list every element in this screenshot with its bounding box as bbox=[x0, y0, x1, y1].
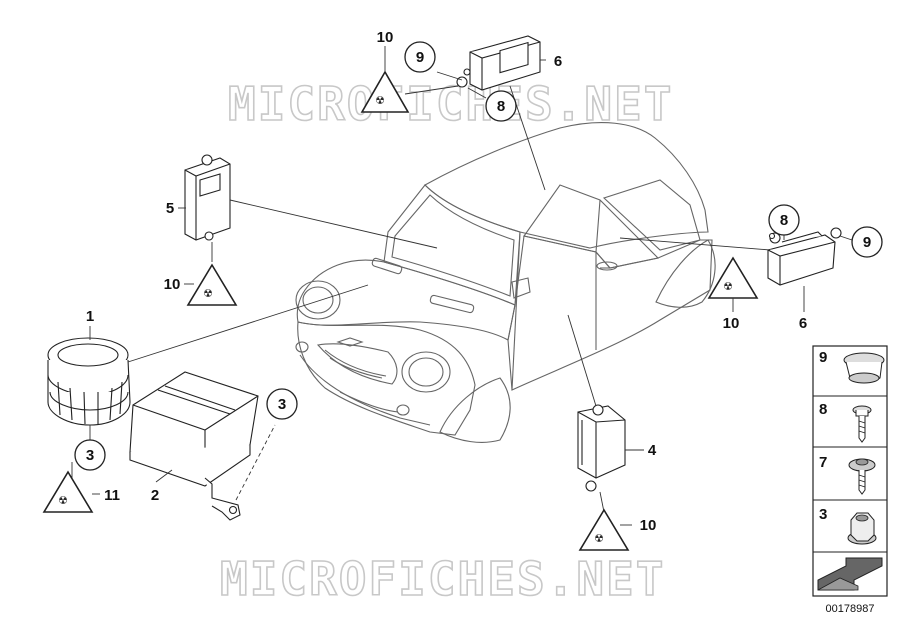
document-number: 00178987 bbox=[826, 603, 875, 615]
warning-triangle-top: ☢ bbox=[360, 70, 410, 113]
warning-triangle-bottom: ☢ bbox=[578, 508, 630, 551]
warning-triangle-left: ☢ bbox=[186, 263, 238, 306]
callout-label: 1 bbox=[86, 308, 94, 325]
control-unit-6-right bbox=[767, 227, 842, 286]
callout-circle bbox=[768, 204, 800, 236]
callout-label: 3 bbox=[86, 447, 94, 464]
callout-label: 8 bbox=[780, 212, 788, 229]
callout-label: 11 bbox=[104, 487, 120, 504]
hazard-icon: ☢ bbox=[58, 494, 68, 507]
hazard-icon: ☢ bbox=[203, 287, 213, 300]
warning-triangle-right: ☢ bbox=[707, 256, 759, 299]
car-outline bbox=[295, 121, 716, 443]
arrow-icon bbox=[817, 557, 883, 591]
warning-triangle-speaker: ☢ bbox=[42, 470, 94, 513]
callout-label: 6 bbox=[799, 315, 807, 332]
screw-icon bbox=[852, 405, 872, 443]
siren-speaker-1 bbox=[47, 337, 131, 426]
callout-label: 4 bbox=[648, 442, 657, 459]
callout-label: 9 bbox=[863, 234, 871, 251]
grommet-icon bbox=[843, 352, 885, 384]
callout-circle bbox=[485, 90, 517, 122]
watermark-bottom: MICROFICHES.NET bbox=[220, 552, 665, 606]
legend-label: 3 bbox=[819, 506, 827, 523]
callout-label: 9 bbox=[416, 49, 424, 66]
hazard-icon: ☢ bbox=[594, 532, 604, 545]
callout-label: 5 bbox=[166, 200, 174, 217]
callout-label: 10 bbox=[377, 29, 394, 46]
control-unit-4 bbox=[577, 404, 626, 492]
callout-label: 10 bbox=[723, 315, 740, 332]
callout-label: 8 bbox=[497, 98, 505, 115]
legend-label: 8 bbox=[819, 401, 827, 418]
fastener-legend: 9 8 7 3 bbox=[812, 345, 888, 597]
callout-label: 6 bbox=[554, 53, 562, 70]
callout-circle bbox=[266, 388, 298, 420]
callout-circle bbox=[851, 226, 883, 258]
legend-frame bbox=[812, 345, 888, 597]
callout-label: 10 bbox=[640, 517, 657, 534]
callout-label: 10 bbox=[164, 276, 181, 293]
hex-nut-icon bbox=[847, 512, 877, 545]
hazard-icon: ☢ bbox=[723, 280, 733, 293]
callout-circle bbox=[404, 41, 436, 73]
callout-circle bbox=[74, 439, 106, 471]
hazard-icon: ☢ bbox=[375, 94, 385, 107]
callout-label: 2 bbox=[151, 487, 159, 504]
legend-label: 7 bbox=[819, 454, 827, 471]
siren-box-2 bbox=[129, 371, 259, 521]
collar-screw-icon bbox=[848, 458, 876, 495]
callout-label: 3 bbox=[278, 396, 286, 413]
legend-label: 9 bbox=[819, 349, 827, 366]
control-unit-5 bbox=[184, 154, 231, 241]
control-unit-6-top bbox=[456, 35, 541, 91]
